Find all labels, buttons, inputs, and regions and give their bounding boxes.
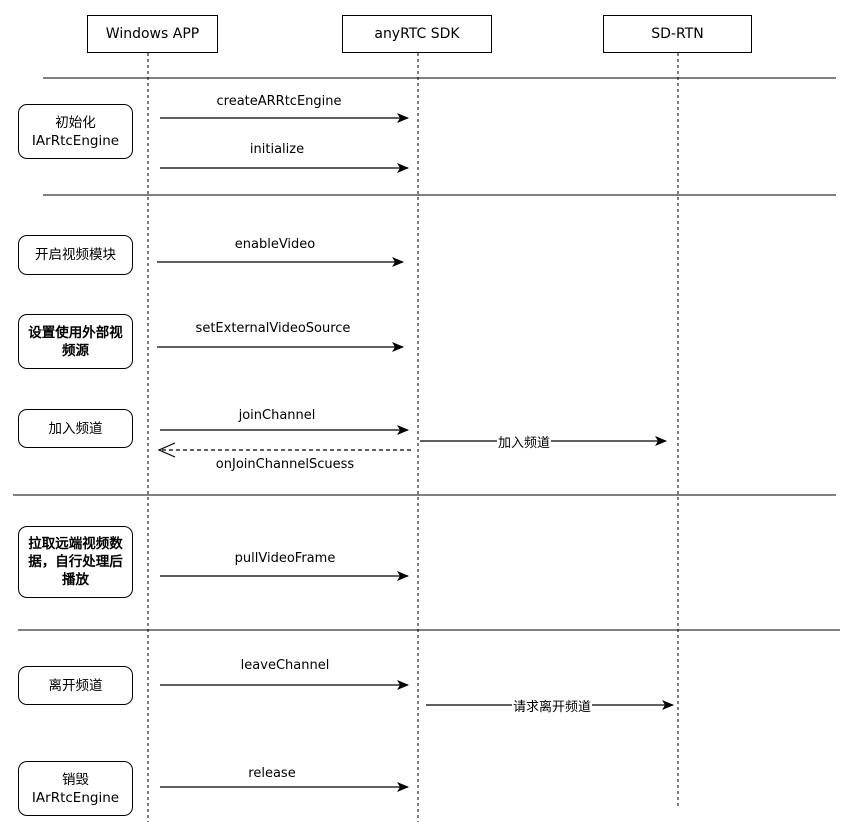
step-pull-remote-video: 拉取远端视频数据，自行处理后播放 xyxy=(18,526,133,598)
message-label-join-channel-rtn: 加入频道 xyxy=(496,432,552,451)
step-set-external-source: 设置使用外部视频源 xyxy=(18,314,133,369)
message-label-enable-video: enableVideo xyxy=(234,237,316,252)
step-enable-video: 开启视频模块 xyxy=(18,235,133,275)
participant-windows-app: Windows APP xyxy=(87,15,218,53)
message-label-join-channel: joinChannel xyxy=(238,408,316,423)
message-label-create-engine: createARRtcEngine xyxy=(216,94,342,109)
arrow-on-join-success-head xyxy=(157,442,176,458)
participant-sd-rtn: SD-RTN xyxy=(603,15,752,53)
step-init-engine: 初始化 IArRtcEngine xyxy=(18,104,133,159)
message-label-pull-video-frame: pullVideoFrame xyxy=(234,551,336,566)
message-label-leave-channel: leaveChannel xyxy=(240,658,330,673)
participant-anyrtc-sdk: anyRTC SDK xyxy=(342,15,492,53)
message-label-release: release xyxy=(248,766,296,781)
message-label-set-external-source: setExternalVideoSource xyxy=(195,321,351,336)
step-destroy-engine: 销毁 IArRtcEngine xyxy=(18,761,133,816)
message-label-leave-channel-rtn: 请求离开频道 xyxy=(511,696,593,715)
message-label-on-join-success: onJoinChannelScuess xyxy=(215,457,355,472)
message-label-initialize: initialize xyxy=(249,142,305,157)
step-join-channel: 加入频道 xyxy=(18,409,133,448)
step-leave-channel: 离开频道 xyxy=(18,666,133,705)
